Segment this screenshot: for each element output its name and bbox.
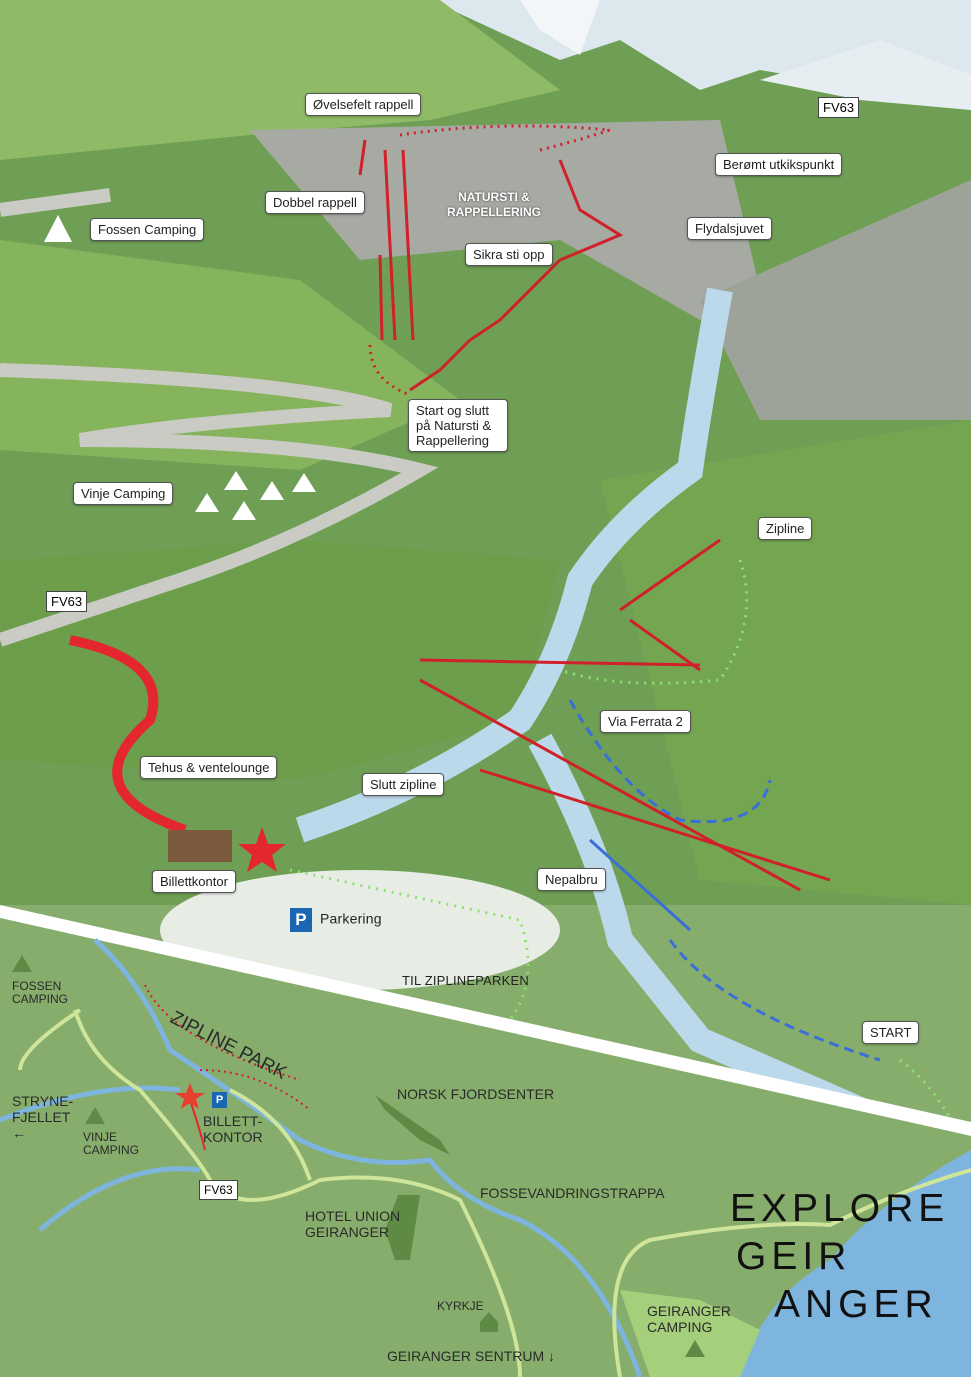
map-norsk-fjordsenter: NORSK FJORDSENTER [397,1086,555,1102]
map-kyrkje: KYRKJE [437,1299,484,1313]
road-sign-fv63-top: FV63 [818,97,860,118]
arrow-down-icon: ↓ [548,1348,556,1364]
parking-text: Parkering [320,910,382,927]
arrow-left-icon: ← [12,1125,26,1141]
callout-start: START [862,1021,920,1044]
natursti-label: NATURSTI &RAPPELLERING [447,190,541,220]
callout-tehus: Tehus & ventelounge [140,756,278,779]
map-fossevandringstrappa: FOSSEVANDRINGSTRAPPA [480,1185,665,1201]
callout-start-og-slutt: Start og slutt på Natursti & Rappellerin… [408,399,508,452]
map-stryne-fjellet[interactable]: STRYNE-FJELLET← [12,1093,74,1141]
callout-beromt-utkikspunkt: Berømt utkikspunkt [715,153,843,176]
logo-line-3: ANGER [774,1283,938,1326]
explore-geiranger-logo: EXPLORE GEIR ANGER [730,1185,949,1329]
callout-vinje-camping: Vinje Camping [73,482,174,505]
parking-label: P Parkering [290,908,382,932]
natursti-line2: RAPPELLERING [447,205,542,219]
callout-fossen-camping: Fossen Camping [90,218,205,241]
callout-via-ferrata-2: Via Ferrata 2 [600,710,691,733]
logo-line-2: GEIR [736,1235,852,1278]
logo-line-1: EXPLORE [730,1187,950,1230]
parking-icon: P [290,908,312,932]
callout-flydalsjuvet: Flydalsjuvet [687,217,772,240]
til-ziplineparken-label: TIL ZIPLINEPARKEN [402,973,529,988]
callout-nepalbru: Nepalbru [537,868,606,891]
road-sign-fv63-left: FV63 [46,591,88,612]
map-road-sign-fv63: FV63 [199,1180,238,1200]
callout-zipline: Zipline [758,517,813,540]
callout-billettkontor: Billettkontor [152,870,236,893]
callout-sikra-sti-opp: Sikra sti opp [465,243,553,266]
natursti-line1: NATURSTI & [458,190,530,204]
callout-dobbel-rappell: Dobbel rappell [265,191,365,214]
callout-slutt-zipline: Slutt zipline [362,773,445,796]
map-geiranger-sentrum[interactable]: GEIRANGER SENTRUM ↓ [387,1348,556,1364]
map-parking-icon: P [212,1092,227,1108]
map-billettkontor: BILLETT-KONTOR [203,1113,263,1145]
callout-ovelsefelt-rappell: Øvelsefelt rappell [305,93,422,116]
